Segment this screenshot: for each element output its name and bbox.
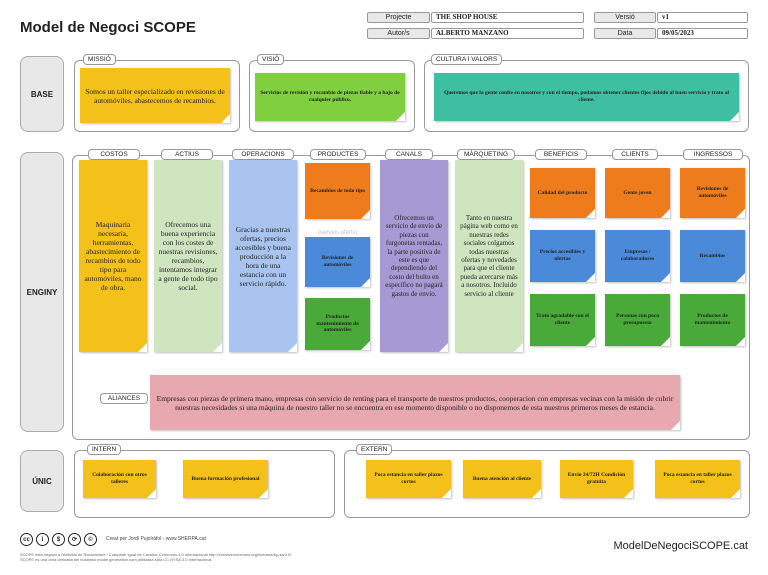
section-unic: ÚNIC [20,450,64,512]
clients-tab: CLIENTS [612,149,658,160]
actius-tab: ACTIUS [161,149,213,160]
footer-line-2: SCOPE es una obra derivada del business … [20,557,212,563]
ingressos-tab: INGRESSOS [683,149,743,160]
intern-note-1[interactable]: Colaboración con otros talleres [83,460,156,498]
data-field[interactable]: 09/05/2023 [657,28,748,39]
canals-note[interactable]: Ofrecemos un servicio de envío de piezas… [380,160,448,352]
beneficis-note-1[interactable]: Calidad del producto [530,168,595,218]
visio-tab: VISIÓ [257,54,285,65]
versio-label: Versió [594,12,656,23]
footer-license-text: SCOPE està inspirat a l'Activitat de Ran… [20,552,360,562]
clients-note-1[interactable]: Gente joven [605,168,670,218]
site-link[interactable]: ModelDeNegociSCOPE.cat [613,540,748,552]
extern-note-2[interactable]: Buena atención al cliente [463,460,541,498]
actius-note[interactable]: Ofrecemos una buena experiencia con los … [154,160,222,352]
cultura-note[interactable]: Queremos que la gente confíe en nosotros… [434,73,739,121]
productes-tab: PRODUCTES [310,149,366,160]
ingressos-note-1[interactable]: Revisiones de automóviles [680,168,745,218]
projecte-label: Projecte [367,12,430,23]
productes-note-2[interactable]: Revisiones de automóviles [305,237,370,287]
data-label: Data [594,28,656,39]
canals-tab: CANALS [385,149,433,160]
extern-note-4[interactable]: Poca estancia en taller plazos cortos [655,460,740,498]
footer-line-1: SCOPE està inspirat a l'Activitat de Ran… [20,552,292,557]
section-base: BASE [20,56,64,132]
page-title: Model de Negoci SCOPE [20,19,196,36]
aliances-note[interactable]: Empresas con piezas de primera mano, emp… [150,375,680,430]
marqueting-note[interactable]: Tanto en nuestra página web como en nues… [455,160,523,352]
costos-tab: COSTOS [88,149,140,160]
operacions-tab: OPERACIONS [232,149,294,160]
marqueting-tab: MÀRQUETING [457,149,515,160]
logo-icon: © [84,533,97,546]
sa-icon: ⟳ [68,533,81,546]
license-icons: cc i $ ⟳ © [20,533,97,546]
projecte-field[interactable]: THE SHOP HOUSE [431,12,584,23]
footer-credit: Creat per Jordi Pujolràfol · www.SHERPA.… [106,536,206,542]
productes-note-1[interactable]: Recambios de todo tipo [305,163,370,219]
productes-note-3[interactable]: Productos mantenimiento de automóviles [305,298,370,350]
aliances-tab: ALIANCES [100,393,148,404]
ingressos-note-2[interactable]: Recambios [680,230,745,282]
productes-ghost: (serveis oferts) [318,230,358,236]
autors-field[interactable]: ALBERTO MANZANO [431,28,584,39]
intern-note-2[interactable]: Buena formación profesional [183,460,268,498]
autors-label: Autor/s [367,28,430,39]
by-icon: i [36,533,49,546]
clients-note-3[interactable]: Personas con poco presupuesto [605,294,670,346]
costos-note[interactable]: Maquinaria necesaria, herramientas, abas… [79,160,147,352]
extern-note-3[interactable]: Envío 24/72H Condición gratuita [560,460,633,498]
extern-note-1[interactable]: Poca estancia en taller plazos cortos [366,460,451,498]
beneficis-note-2[interactable]: Precios accesibles y ofertas [530,230,595,282]
versio-field[interactable]: v1 [657,12,748,23]
intern-tab: INTERN [87,444,122,455]
ingressos-note-3[interactable]: Productos de mantenimiento [680,294,745,346]
nc-icon: $ [52,533,65,546]
cc-icon: cc [20,533,33,546]
visio-note[interactable]: Servicios de revisión y recambio de piez… [255,73,405,121]
extern-tab: EXTERN [356,444,393,455]
beneficis-note-3[interactable]: Trato agradable con el cliente [530,294,595,346]
section-enginy: ENGINY [20,152,64,432]
beneficis-tab: BENEFICIS [535,149,587,160]
cultura-tab: CULTURA I VALORS [431,54,503,65]
missio-note[interactable]: Somos un taller especializado en revisio… [80,68,230,123]
missio-tab: MISSIÓ [83,54,116,65]
operacions-note[interactable]: Gracias a nuestras ofertas, precios acce… [229,160,297,352]
clients-note-2[interactable]: Empresas / colaboradores [605,230,670,282]
